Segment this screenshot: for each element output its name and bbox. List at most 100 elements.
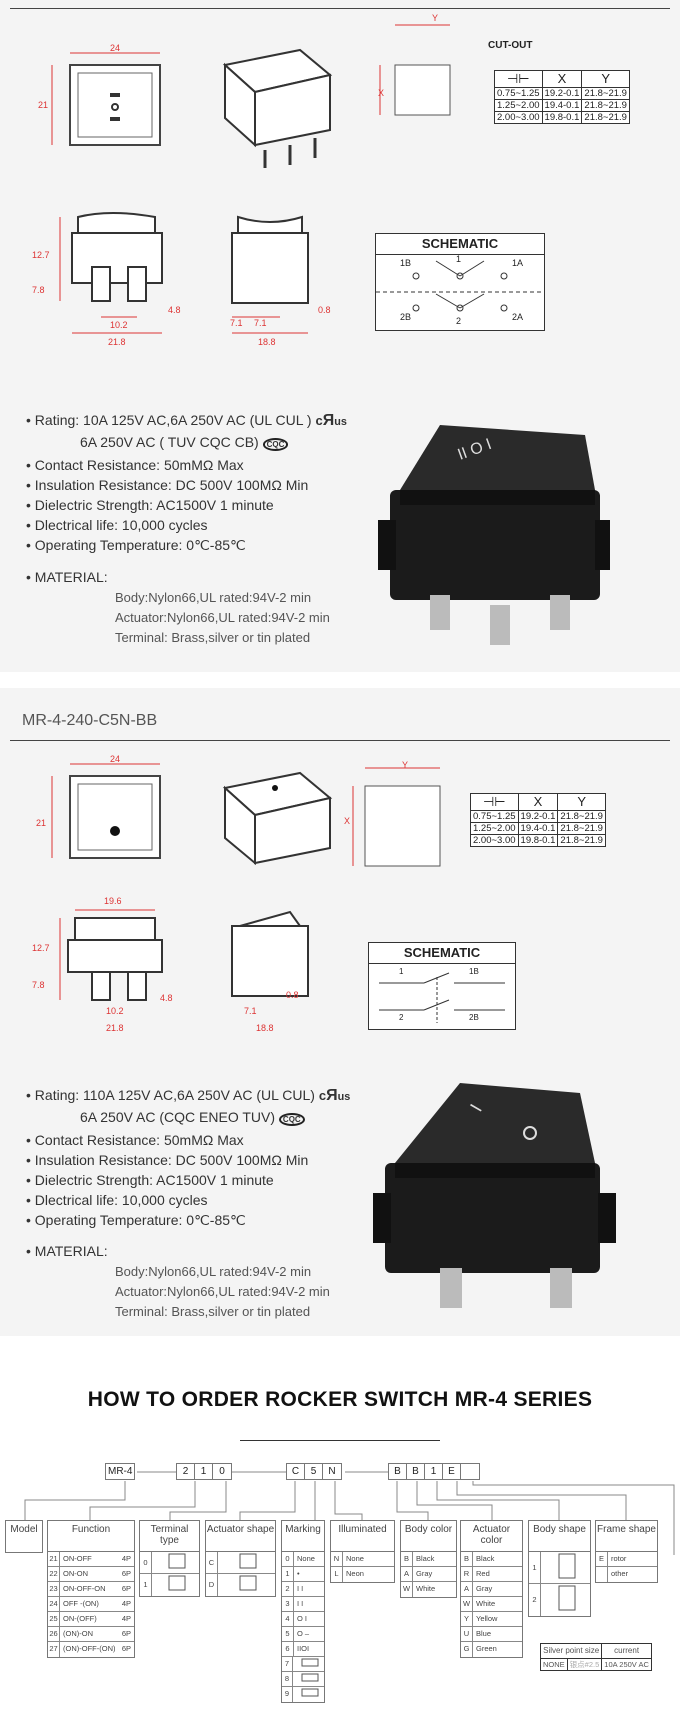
option-row: 7 — [282, 1657, 324, 1672]
spec-operating-temperature: • Operating Temperature: 0℃-85℃ — [26, 1212, 246, 1228]
option-pins: 4P — [121, 1554, 131, 1563]
option-pins: 6P — [121, 1569, 131, 1578]
dim-top-w: 19.6 — [104, 896, 122, 906]
option-label: Gray — [416, 1569, 433, 1578]
option-pins: 6P — [121, 1584, 131, 1593]
option-row: other — [596, 1567, 657, 1582]
option-code: L — [331, 1567, 343, 1582]
option-code: D — [206, 1574, 218, 1596]
dim-end-a: 7.1 — [230, 318, 243, 328]
option-code: 4 — [282, 1612, 294, 1626]
header-current: current — [601, 1643, 652, 1659]
option-label: Black — [416, 1554, 435, 1563]
spec-operating-temperature: • Operating Temperature: 0℃-85℃ — [26, 537, 246, 553]
code-segment: B — [407, 1464, 425, 1479]
cell: 2.00~3.00 — [494, 111, 543, 124]
option-label: rotor — [611, 1554, 627, 1563]
option-diagram-icon — [218, 1574, 275, 1596]
dim-pin-pitch: 10.2 — [110, 320, 128, 330]
dim-end-t: 0.8 — [318, 305, 331, 315]
terminal-label: 2B — [469, 1013, 479, 1022]
material-list: Body:Nylon66,UL rated:94V-2 min Actuator… — [115, 1262, 330, 1322]
cell: 10A 250V AC — [601, 1658, 652, 1671]
cell: 0.75~1.25 — [494, 87, 543, 100]
category-title: Actuator shape — [206, 1521, 275, 1552]
option-label: Black — [476, 1554, 495, 1563]
material-list: Body:Nylon66,UL rated:94V-2 min Actuator… — [115, 588, 330, 648]
option-label: I I — [297, 1584, 304, 1593]
option-label: IIOI — [297, 1644, 310, 1653]
option-label: OFF -(ON) — [63, 1599, 99, 1608]
divider — [10, 740, 670, 741]
option-diagram-icon — [218, 1552, 275, 1573]
dim-side-h1: 12.7 — [32, 250, 50, 260]
option-label: Gray — [476, 1584, 493, 1593]
option-code: Y — [461, 1612, 473, 1626]
option-pins: 4P — [121, 1614, 131, 1623]
category-title: Frame shape — [596, 1521, 657, 1552]
option-code: 26 — [48, 1627, 60, 1641]
dim-cut-y: Y — [402, 760, 409, 770]
option-label: (ON)-ON — [63, 1629, 93, 1638]
cell: 21.8~21.9 — [581, 87, 630, 100]
option-label: O – — [297, 1629, 310, 1638]
option-label: ON-ON — [63, 1569, 88, 1578]
material-label: • MATERIAL: — [26, 1243, 108, 1259]
cell: 19.8-0.1 — [541, 111, 583, 124]
cell: 21.8~21.9 — [557, 822, 606, 835]
header-x: X — [541, 70, 583, 88]
option-label: Blue — [476, 1629, 492, 1638]
option-code: 25 — [48, 1612, 60, 1626]
option-code: 1 — [282, 1567, 294, 1581]
cqc-mark-icon: CQC — [278, 1113, 305, 1126]
dim-side-h1: 12.7 — [32, 943, 50, 953]
option-code: 0 — [140, 1552, 152, 1573]
terminal-label: 2 — [456, 316, 462, 326]
cell: 0.75~1.25 — [470, 810, 519, 823]
spec-rating-2: 6A 250V AC (CQC ENEO TUV) — [80, 1109, 279, 1125]
end-view-drawing — [231, 215, 309, 334]
option-label: White — [476, 1599, 496, 1608]
cell: 21.8~21.9 — [581, 99, 630, 112]
spec-electrical-life: • Dlectrical life: 10,000 cycles — [26, 1192, 208, 1208]
panel-thickness-icon: ⊣⊢ — [470, 793, 519, 811]
option-code: U — [461, 1627, 473, 1641]
ul-mark-icon: cЯus — [315, 412, 347, 429]
code-group: MR-4 — [105, 1463, 136, 1480]
code-segment: B — [389, 1464, 407, 1479]
option-code: 22 — [48, 1567, 60, 1581]
option-label: O I — [297, 1614, 308, 1623]
option-row: C — [206, 1552, 275, 1574]
schematic-lines — [376, 260, 544, 312]
option-label: ON-(OFF) — [63, 1614, 97, 1623]
dim-pin-w: 4.8 — [168, 305, 181, 315]
divider — [10, 8, 670, 9]
option-label: I I — [297, 1599, 304, 1608]
option-pins: 6P — [121, 1629, 131, 1638]
spec-list: • Rating: 10A 125V AC,6A 250V AC (UL CUL… — [26, 410, 347, 555]
option-code: 7 — [282, 1657, 293, 1671]
cell: 1.25~2.00 — [470, 822, 519, 835]
option-label: ON-OFF — [63, 1554, 92, 1563]
material-body: Body:Nylon66,UL rated:94V-2 min — [115, 1264, 312, 1279]
side-view-drawing — [59, 909, 163, 1001]
dim-side-h2: 7.8 — [32, 285, 45, 295]
